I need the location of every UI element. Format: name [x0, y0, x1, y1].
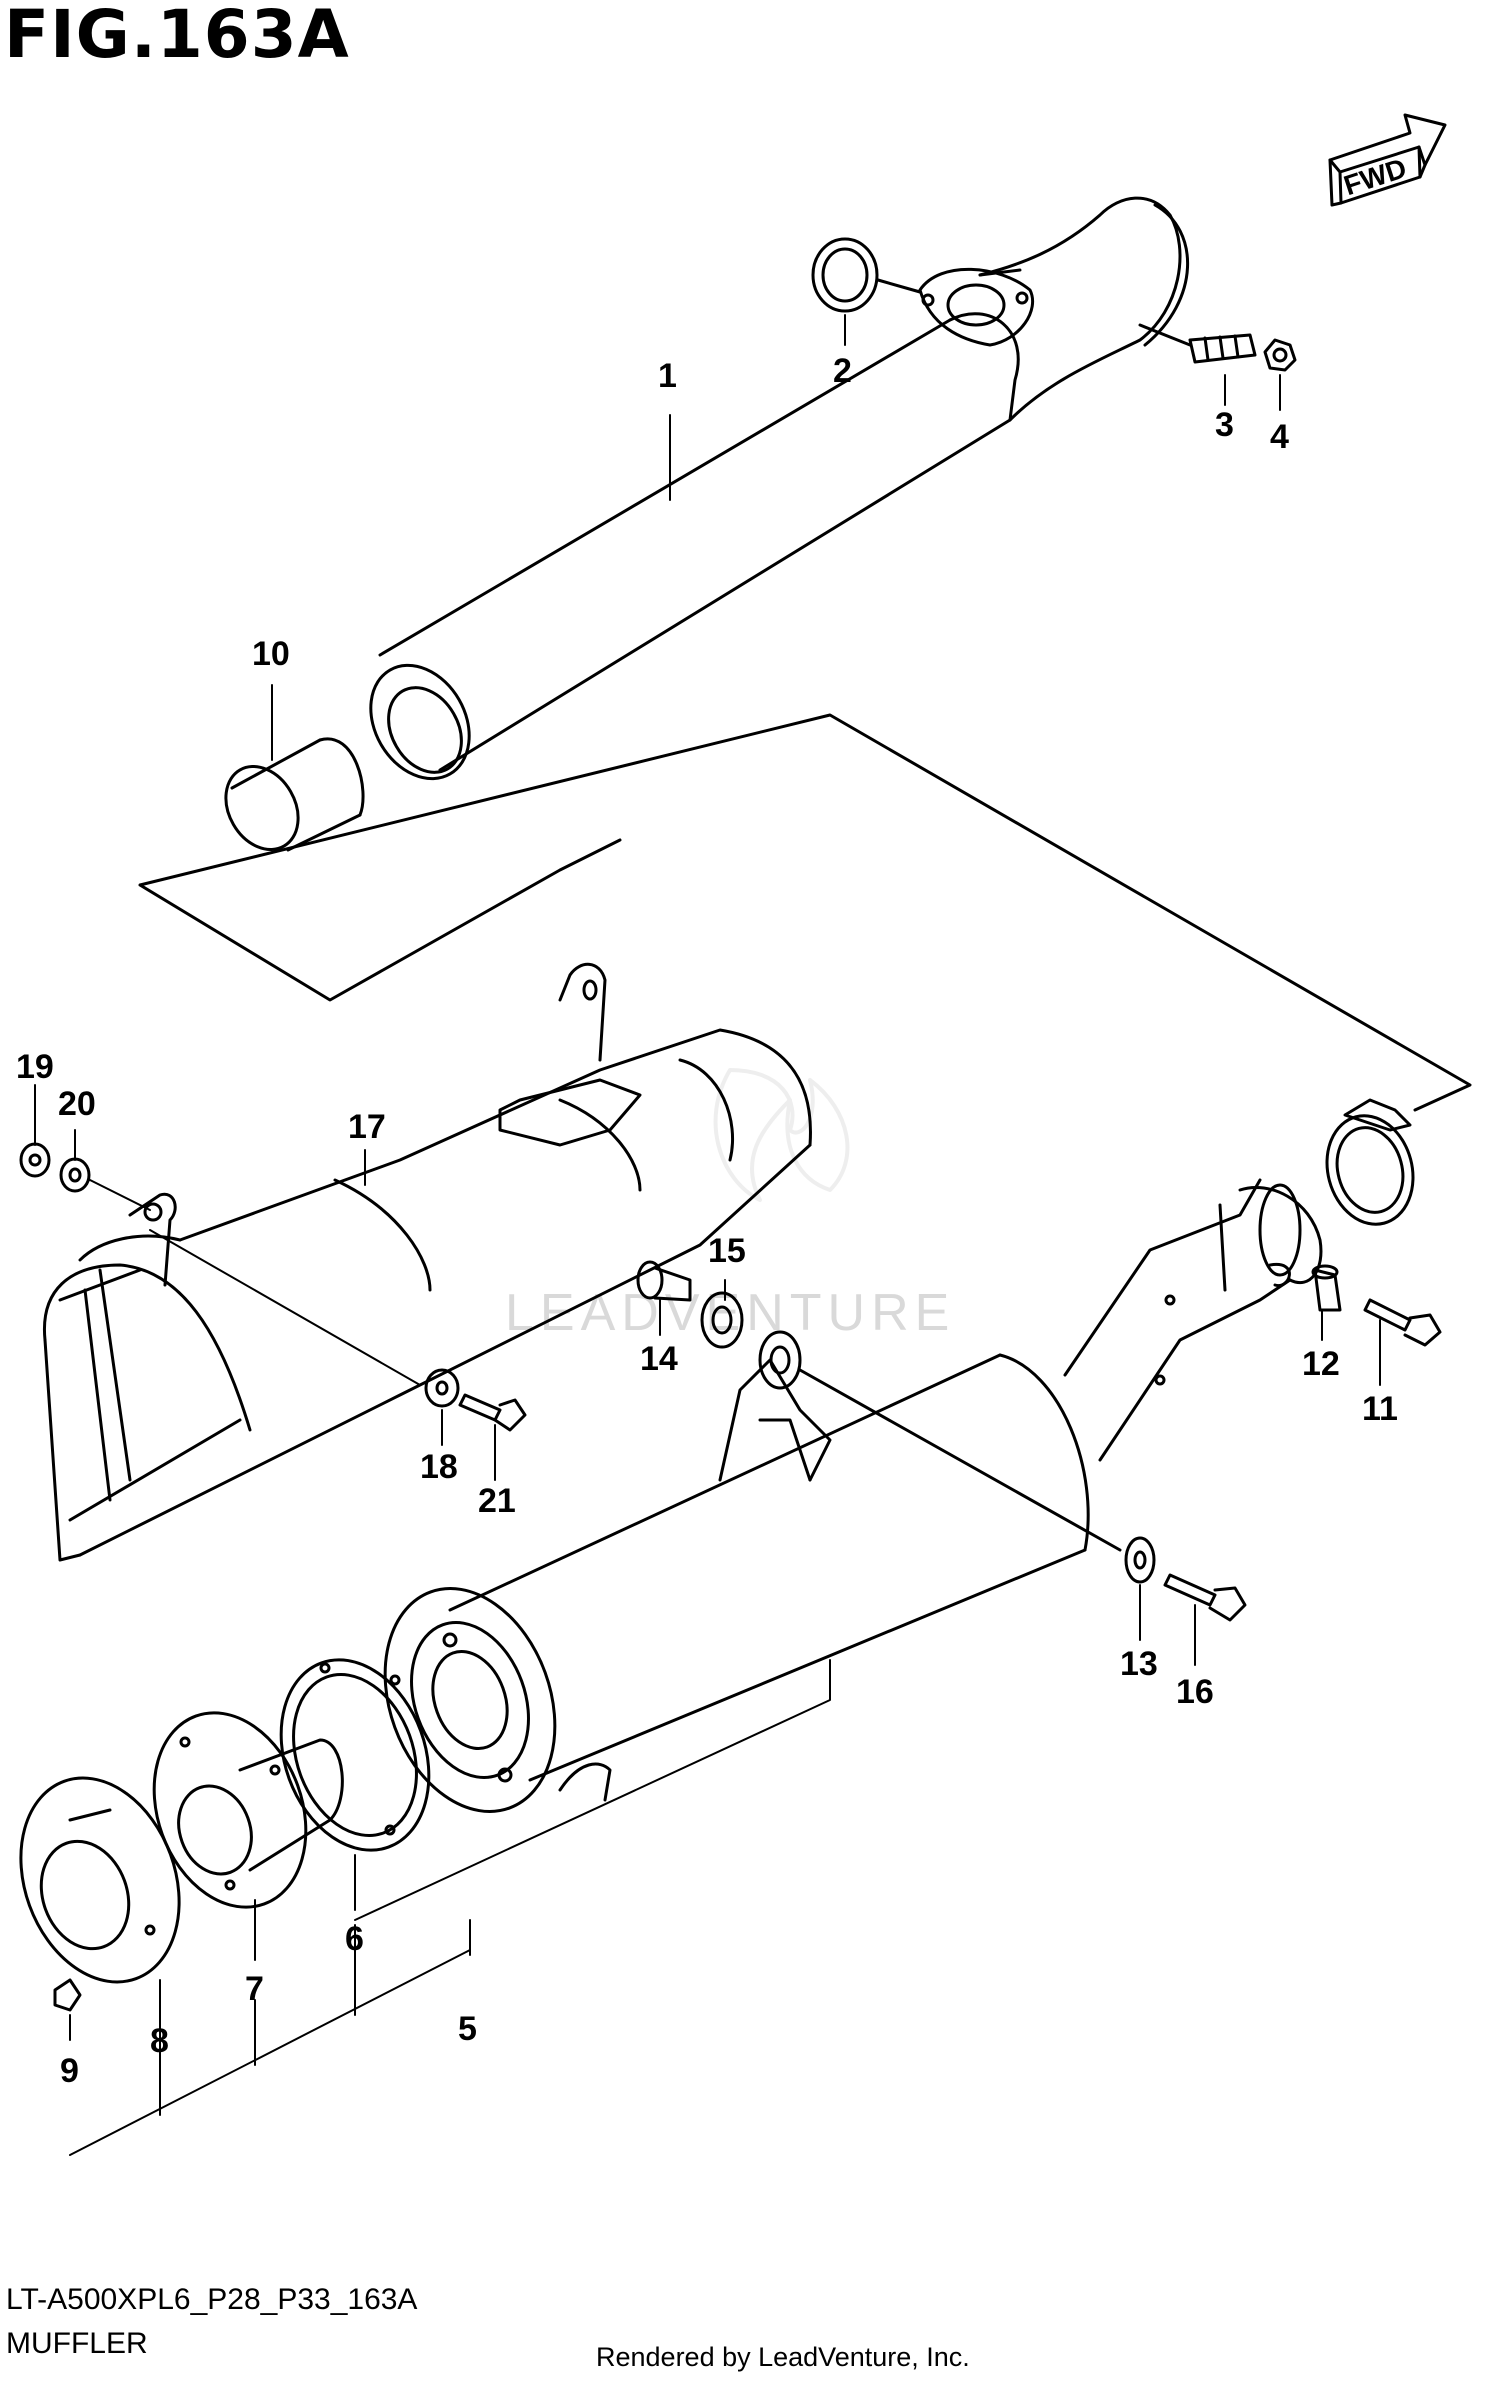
nut-19-part [19, 1142, 51, 1178]
model-code: LT-A500XPL6_P28_P33_163A [6, 2283, 418, 2316]
section-name: MUFFLER [6, 2327, 148, 2360]
bolt-14-part [636, 1260, 692, 1302]
clamp-part [1325, 1098, 1415, 1226]
callout-16: 16 [1176, 1673, 1214, 1711]
reference-outline [138, 713, 1472, 1112]
pipe-flange [918, 267, 1035, 347]
callout-1: 1 [658, 357, 677, 395]
bolt-part [53, 1978, 82, 2012]
pipe-gasket-part [224, 737, 365, 852]
rubber-mount-part [758, 1330, 1122, 1552]
bolt-16-part [1163, 1573, 1247, 1622]
callout-17: 17 [348, 1108, 386, 1146]
end-cap-part [19, 1776, 181, 1984]
collar-part [1311, 1264, 1342, 1312]
muffler-body-part [383, 1178, 1323, 1813]
callout-14: 14 [640, 1340, 678, 1378]
washer-18-part [424, 1368, 460, 1408]
bolt-11-part [1363, 1298, 1442, 1347]
gasket-ring-part [279, 1658, 431, 1852]
callout-3: 3 [1215, 406, 1234, 444]
callout-21: 21 [478, 1482, 516, 1520]
callout-labels: 1 2 3 4 5 6 7 8 9 10 11 12 13 14 15 16 1… [16, 352, 1398, 2090]
stud-part [1138, 323, 1257, 364]
callout-8: 8 [150, 2022, 169, 2060]
washer-20-part [59, 1157, 91, 1193]
gasket-part [811, 237, 922, 313]
callout-4: 4 [1270, 418, 1289, 456]
callout-13: 13 [1120, 1645, 1158, 1683]
callout-9: 9 [60, 2052, 79, 2090]
render-credit: Rendered by LeadVenture, Inc. [596, 2342, 970, 2372]
figure-title: FIG.163A [4, 0, 350, 73]
leader-lines [34, 314, 1381, 2156]
spark-arrester-part [152, 1711, 344, 1909]
callout-19: 19 [16, 1048, 54, 1086]
callout-20: 20 [58, 1085, 96, 1123]
bush-part [700, 1291, 744, 1349]
callout-2: 2 [833, 352, 852, 390]
callout-5: 5 [458, 2010, 477, 2048]
callout-10: 10 [252, 635, 290, 673]
callout-7: 7 [245, 1970, 264, 2008]
callout-12: 12 [1302, 1345, 1340, 1383]
callout-15: 15 [708, 1232, 746, 1270]
heat-shield-part [42, 962, 812, 1562]
exhaust-pipe-part [369, 196, 1189, 781]
fwd-label: FWD [1340, 152, 1410, 201]
washer-13-part [1124, 1536, 1156, 1584]
fwd-arrow-icon: FWD [1328, 113, 1447, 207]
callout-11: 11 [1362, 1390, 1398, 1428]
nut-part [1263, 338, 1297, 372]
callout-6: 6 [345, 1920, 364, 1958]
callout-18: 18 [420, 1448, 458, 1486]
bolt-21-part [458, 1393, 527, 1432]
watermark-logo [713, 1068, 850, 1202]
